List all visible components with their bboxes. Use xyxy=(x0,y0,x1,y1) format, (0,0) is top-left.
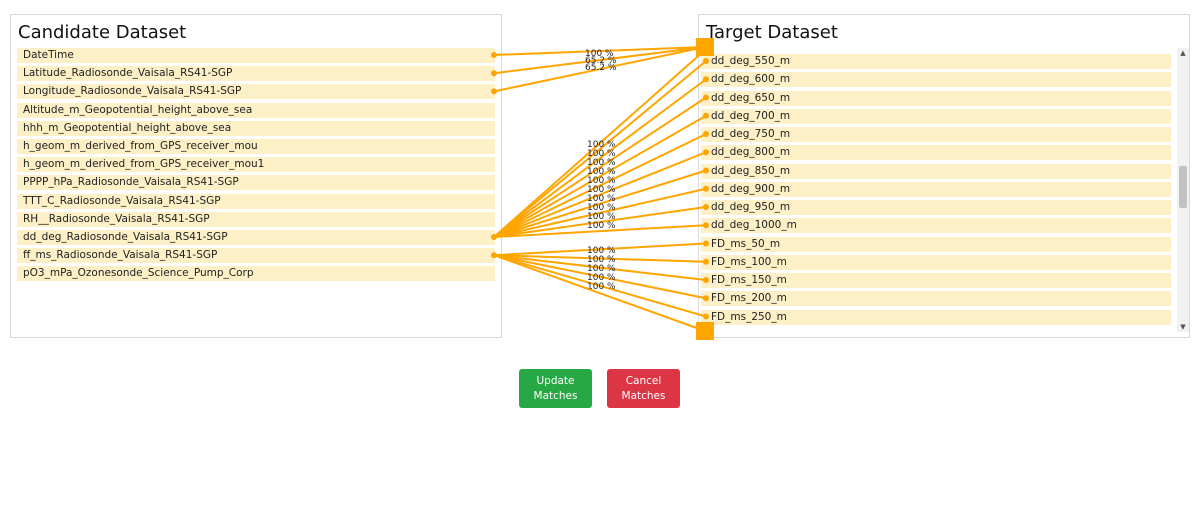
candidate-field-row[interactable]: hhh_m_Geopotential_height_above_sea xyxy=(17,120,495,136)
candidate-field-row[interactable]: TTT_C_Radiosonde_Vaisala_RS41-SGP xyxy=(17,193,495,209)
target-field-row[interactable]: dd_deg_800_m xyxy=(701,145,1171,161)
target-title: Target Dataset xyxy=(706,22,838,43)
candidate-field-row[interactable]: Longitude_Radiosonde_Vaisala_RS41-SGP xyxy=(17,84,495,100)
match-score-label: 100 % xyxy=(587,194,616,204)
match-link-line xyxy=(493,254,707,281)
match-score-label: 65.2 % xyxy=(585,56,617,66)
match-score-label: 100 % xyxy=(585,49,614,59)
match-score-label: 100 % xyxy=(587,246,616,256)
match-link-line xyxy=(493,224,707,238)
match-link-line xyxy=(493,242,707,257)
match-score-label: 100 % xyxy=(587,176,616,186)
match-link-line xyxy=(493,46,706,56)
target-field-row[interactable]: dd_deg_900_m xyxy=(701,181,1171,197)
match-link-line xyxy=(493,169,707,238)
match-score-label: 100 % xyxy=(587,282,616,292)
scroll-down-icon[interactable]: ▼ xyxy=(1180,323,1186,331)
match-link-line xyxy=(493,60,707,238)
match-link-line xyxy=(493,46,706,75)
target-field-row[interactable]: dd_deg_650_m xyxy=(701,90,1171,106)
match-score-label: 100 % xyxy=(587,140,616,150)
match-score-label: 100 % xyxy=(587,167,616,177)
match-link-line xyxy=(493,46,706,93)
target-field-row[interactable]: FD_ms_100_m xyxy=(701,254,1171,270)
candidate-title: Candidate Dataset xyxy=(18,22,187,43)
target-field-row[interactable]: dd_deg_550_m xyxy=(701,54,1171,69)
match-link-line xyxy=(493,206,707,238)
candidate-field-row[interactable]: pO3_mPa_Ozonesonde_Science_Pump_Corp xyxy=(17,266,495,282)
match-link-line xyxy=(493,254,707,318)
match-link-line xyxy=(493,254,707,263)
candidate-field-row[interactable]: RH__Radiosonde_Vaisala_RS41-SGP xyxy=(17,211,495,227)
match-link-line xyxy=(493,254,707,300)
match-score-label: 100 % xyxy=(587,203,616,213)
scroll-up-icon[interactable]: ▲ xyxy=(1180,49,1186,57)
match-score-label: 100 % xyxy=(587,149,616,159)
candidate-field-row[interactable]: DateTime xyxy=(17,48,495,63)
match-score-label: 100 % xyxy=(587,212,616,222)
match-link-line xyxy=(493,254,706,332)
match-score-label: 100 % xyxy=(587,221,616,231)
target-field-row[interactable]: dd_deg_950_m xyxy=(701,200,1171,215)
match-score-label: 100 % xyxy=(587,255,616,265)
target-field-row[interactable]: FD_ms_250_m xyxy=(701,309,1171,325)
target-field-row[interactable]: FD_ms_50_m xyxy=(701,236,1171,252)
candidate-field-row[interactable]: PPPP_hPa_Radiosonde_Vaisala_RS41-SGP xyxy=(17,175,495,191)
candidate-field-row[interactable]: Altitude_m_Geopotential_height_above_sea xyxy=(17,102,495,118)
target-field-list[interactable]: dd_deg_550_m dd_deg_600_m dd_deg_650_m dd_d… xyxy=(699,48,1177,337)
candidate-field-row[interactable]: h_geom_m_derived_from_GPS_receiver_mou xyxy=(17,139,495,154)
match-score-label: 65.2 % xyxy=(585,63,617,73)
target-field-row[interactable]: dd_deg_700_m xyxy=(701,108,1171,124)
match-link-line xyxy=(493,78,707,238)
match-score-label: 100 % xyxy=(587,273,616,283)
match-link-line xyxy=(493,114,707,238)
match-link-line xyxy=(493,133,707,238)
candidate-field-row[interactable]: dd_deg_Radiosonde_Vaisala_RS41-SGP xyxy=(17,230,495,245)
target-field-row[interactable]: dd_deg_1000_m xyxy=(701,218,1171,234)
target-field-row[interactable]: dd_deg_850_m xyxy=(701,163,1171,179)
match-score-label: 100 % xyxy=(587,185,616,195)
scroll-thumb[interactable] xyxy=(1179,166,1187,208)
target-field-row[interactable]: dd_deg_600_m xyxy=(701,72,1171,88)
target-field-row[interactable]: dd_deg_750_m xyxy=(701,127,1171,142)
update-matches-button[interactable]: Update Matches xyxy=(519,369,592,408)
target-field-row[interactable]: FD_ms_200_m xyxy=(701,291,1171,307)
match-link-line xyxy=(493,96,707,238)
candidate-field-row[interactable]: Latitude_Radiosonde_Vaisala_RS41-SGP xyxy=(17,66,495,82)
match-link-line xyxy=(493,187,707,238)
candidate-field-row[interactable]: ff_ms_Radiosonde_Vaisala_RS41-SGP xyxy=(17,248,495,264)
candidate-field-row[interactable]: h_geom_m_derived_from_GPS_receiver_mou1 xyxy=(17,157,495,173)
target-field-row[interactable]: FD_ms_150_m xyxy=(701,273,1171,288)
match-link-line xyxy=(493,151,707,238)
match-link-line xyxy=(493,49,706,238)
match-score-label: 100 % xyxy=(587,158,616,168)
target-scrollbar[interactable]: ▲ ▼ xyxy=(1177,48,1189,332)
match-score-label: 100 % xyxy=(587,264,616,274)
cancel-matches-button[interactable]: Cancel Matches xyxy=(607,369,680,408)
